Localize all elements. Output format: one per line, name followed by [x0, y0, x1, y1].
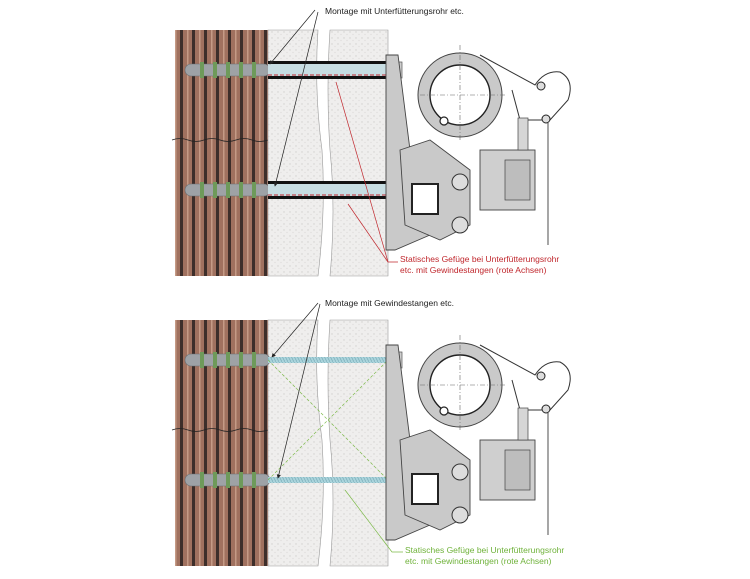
hook-pin — [541, 114, 551, 124]
green-diagonal-axis — [267, 359, 389, 481]
hook-profile — [479, 344, 571, 411]
leader-line — [271, 302, 319, 358]
bottom-title-label: Montage mit Gewindestangen etc. — [325, 298, 454, 308]
clamp-bolt — [439, 406, 449, 416]
clamp-bolt — [439, 116, 449, 126]
dowel-rib — [213, 472, 217, 488]
pivot-bolt — [451, 506, 469, 524]
pivot-bolt — [451, 216, 469, 234]
dowel-rib — [213, 62, 217, 78]
dowel-rib — [226, 62, 230, 78]
square-tube — [411, 473, 439, 505]
spacer-tube-bottom — [268, 196, 390, 199]
dowel-rib — [252, 472, 256, 488]
spacer-tube-bottom — [268, 76, 390, 79]
dowel-rib — [239, 182, 243, 198]
tensioner-jaw — [504, 449, 531, 491]
threaded-rod — [268, 357, 388, 363]
hook-pin — [536, 371, 546, 381]
dowel-rib — [252, 62, 256, 78]
crack-line — [171, 428, 269, 432]
top-title-label: Montage mit Unterfütterungsrohr etc. — [325, 6, 464, 16]
leader-line — [273, 11, 319, 187]
tensioner-jaw — [504, 159, 531, 201]
dowel-rib — [200, 352, 204, 368]
dowel-rib — [200, 472, 204, 488]
spacer-tube-top — [268, 61, 390, 64]
dowel-rib — [239, 352, 243, 368]
dowel-rib — [252, 352, 256, 368]
pivot-bolt — [451, 173, 469, 191]
threaded-rod — [268, 184, 390, 196]
green-diagonal-axis — [267, 359, 389, 481]
leader-line — [269, 9, 316, 65]
top-note-line1: Statisches Gefüge bei Unterfütterungsroh… — [400, 254, 560, 264]
leader-line — [276, 303, 321, 479]
hook-pin — [541, 404, 551, 414]
dowel-rib — [252, 182, 256, 198]
dowel-rib — [226, 472, 230, 488]
bottom-note-line1: Statisches Gefüge bei Unterfütterungsroh… — [405, 545, 565, 555]
pivot-bolt — [451, 463, 469, 481]
red-leader-line — [347, 203, 389, 263]
dowel-rib — [239, 62, 243, 78]
top-note-line2: etc. mit Gewindestangen (rote Achsen) — [400, 265, 547, 275]
dowel-rib — [226, 352, 230, 368]
dowel-rib — [239, 472, 243, 488]
green-leader-line — [344, 489, 403, 553]
dowel-rib — [200, 182, 204, 198]
tensioner-screw — [517, 117, 529, 151]
insulation-layer-outer — [327, 319, 389, 567]
crack-line — [171, 138, 269, 142]
insulation-layer-inner — [267, 319, 324, 567]
dowel-rib — [226, 182, 230, 198]
threaded-rod — [268, 477, 388, 483]
hook-profile — [479, 54, 571, 121]
dowel-rib — [213, 182, 217, 198]
threaded-rod — [268, 64, 390, 76]
spacer-tube-top — [268, 181, 390, 184]
top-panel — [171, 9, 571, 277]
dowel-rib — [200, 62, 204, 78]
tensioner-screw — [517, 407, 529, 441]
dowel-rib — [213, 352, 217, 368]
bottom-note-line2: etc. mit Gewindestangen (rote Achsen) — [405, 556, 552, 566]
hook-pin — [536, 81, 546, 91]
bottom-panel — [171, 302, 571, 567]
square-tube — [411, 183, 439, 215]
